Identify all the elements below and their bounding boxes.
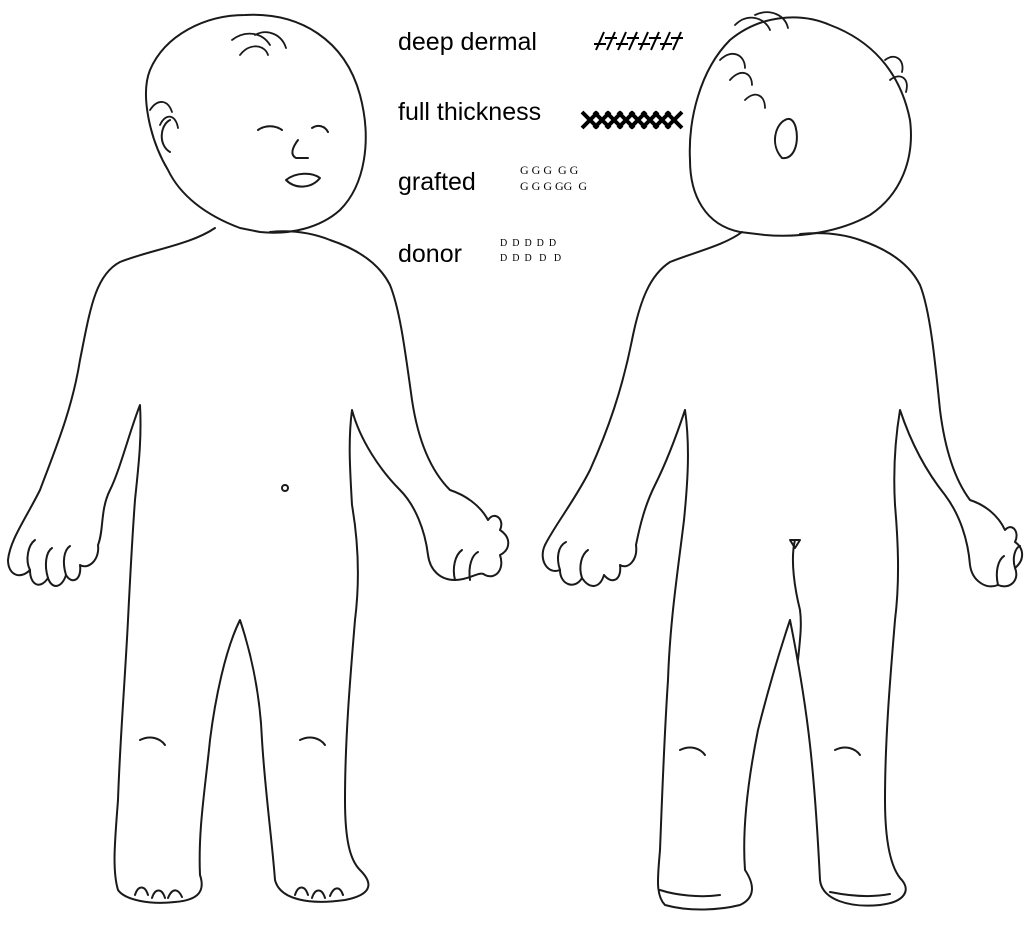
- back-head-outline: [690, 17, 911, 235]
- back-left-foot: [660, 890, 720, 896]
- legend-label-grafted: grafted: [398, 170, 476, 195]
- back-knee-left: [680, 748, 705, 755]
- front-hair: [150, 32, 286, 128]
- front-right-toes: [295, 888, 343, 899]
- front-mouth: [286, 174, 320, 187]
- child-back-figure: [543, 12, 1022, 909]
- back-ear: [775, 119, 797, 158]
- front-knee-right: [300, 738, 325, 745]
- back-right-foot: [830, 892, 890, 896]
- donor-pattern-row2: D D D D D: [500, 253, 561, 264]
- grafted-pattern-row1: G G G G G: [520, 164, 578, 177]
- back-body-outline: [543, 232, 1022, 910]
- front-body-outline: [8, 228, 508, 903]
- back-knee-right: [835, 748, 860, 755]
- deep-dermal-pattern: [594, 32, 683, 50]
- front-left-hand-fingers: [28, 540, 70, 578]
- grafted-pattern-row2: G G G GG G: [520, 180, 587, 193]
- legend-label-full-thickness: full thickness: [398, 100, 541, 125]
- front-nose: [292, 140, 308, 158]
- donor-pattern-row1: D D D D D: [500, 238, 556, 249]
- back-left-hand-fingers: [558, 542, 588, 578]
- back-hair: [720, 12, 907, 108]
- legend-label-deep-dermal: deep dermal: [398, 30, 537, 55]
- front-head-outline: [146, 15, 366, 233]
- full-thickness-pattern: [582, 112, 682, 128]
- front-eye-left: [258, 126, 282, 130]
- front-knee-left: [140, 738, 165, 745]
- legend-label-donor: donor: [398, 242, 462, 267]
- front-eye-right: [312, 126, 328, 132]
- front-navel: [282, 485, 288, 491]
- front-ear: [162, 120, 170, 152]
- child-front-figure: [8, 15, 508, 903]
- front-left-toes: [135, 888, 182, 899]
